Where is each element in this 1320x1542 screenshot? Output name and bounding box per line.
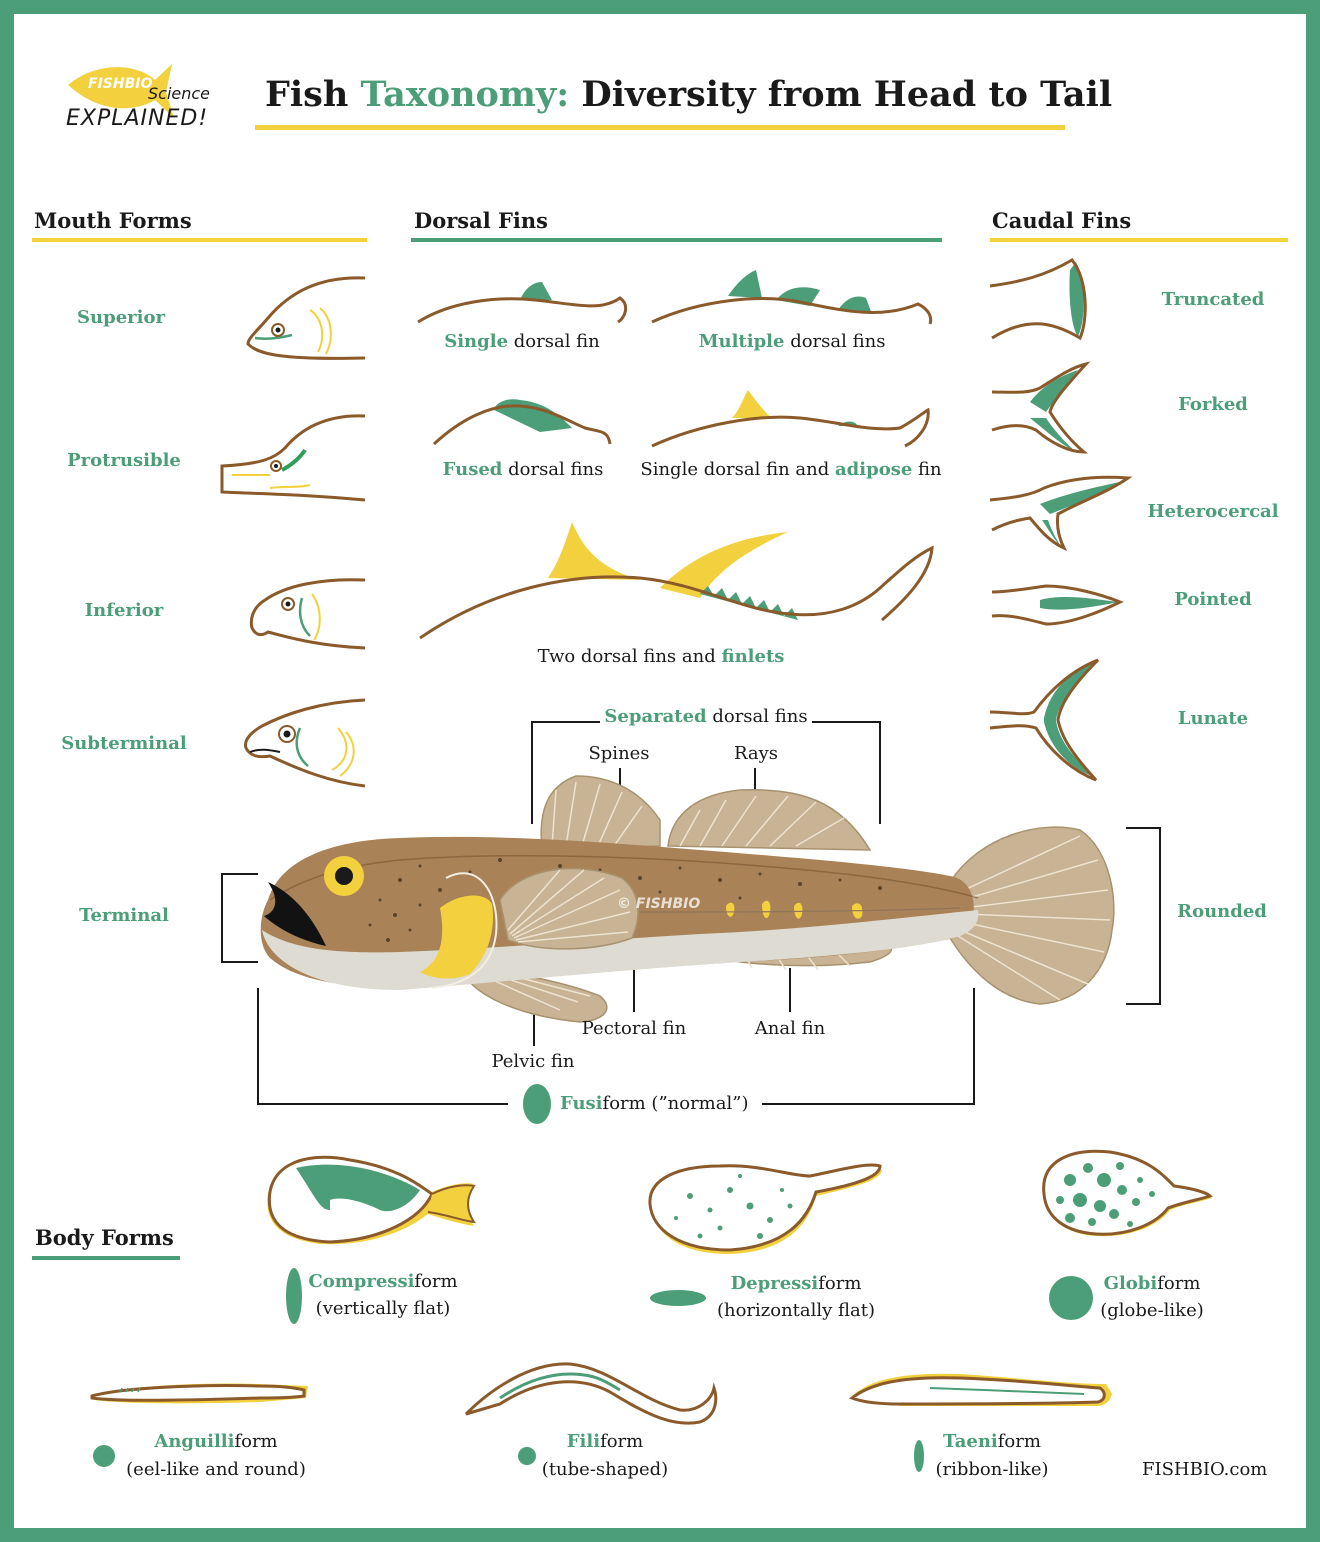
depressiform-shape-icon <box>650 1290 706 1306</box>
forked-caudal-fin <box>991 361 1091 454</box>
fusiform-label: Fusiform (”normal”) <box>560 1093 749 1114</box>
heterocercal-caudal-fin <box>989 475 1133 551</box>
anguilliform-shape-icon <box>93 1445 115 1467</box>
multiple-dorsal-fins-sketch <box>651 270 933 325</box>
caudal-fins-heading: Caudal Fins <box>992 208 1132 233</box>
filiform-label: Filiform <box>566 1431 644 1452</box>
anguilliform-label: Anguilliform <box>154 1431 278 1452</box>
adipose-fin-sketch <box>651 390 930 448</box>
anguilliform-fish <box>90 1383 308 1404</box>
title-part2: Diversity from Head to Tail <box>581 74 1113 115</box>
dorsal-fins-heading: Dorsal Fins <box>414 208 548 233</box>
taeniform-label: Taeniform <box>943 1431 1041 1452</box>
main-fish-illustration <box>260 775 1115 1023</box>
filiform-fish <box>464 1362 718 1425</box>
compressiform-desc: (vertically flat) <box>315 1298 451 1319</box>
caudal-label-forked: Forked <box>1178 394 1248 415</box>
mouth-label-inferior: Inferior <box>84 600 164 621</box>
protrusible-mouth-head <box>220 414 366 502</box>
dorsal-label-fused: Fused dorsal fins <box>442 459 604 480</box>
logo-fish-icon <box>68 64 174 118</box>
page-title: Fish Taxonomy: Diversity from Head to Ta… <box>265 74 1112 115</box>
depressiform-label: Depressiform <box>730 1273 862 1294</box>
mouth-forms-heading: Mouth Forms <box>34 208 192 233</box>
globiform-label: Globiform <box>1103 1273 1201 1294</box>
globiform-shape-icon <box>1049 1276 1093 1320</box>
fishbio-watermark: © FISHBIO <box>617 896 701 912</box>
caudal-label-rounded: Rounded <box>1177 901 1267 922</box>
inferior-mouth-head <box>249 578 366 650</box>
compressiform-fish <box>267 1155 477 1245</box>
depressiform-desc: (horizontally flat) <box>716 1300 876 1321</box>
footer-url[interactable]: FISHBIO.com <box>1142 1459 1268 1480</box>
fused-dorsal-fins-sketch <box>432 399 612 446</box>
globiform-desc: (globe-like) <box>1100 1300 1204 1321</box>
superior-mouth-head <box>246 276 366 360</box>
taeniform-fish <box>849 1373 1112 1406</box>
dorsal-label-finlets: Two dorsal fins and finlets <box>537 646 785 667</box>
anguilliform-desc: (eel-like and round) <box>126 1459 306 1480</box>
caudal-fins-rule <box>990 238 1288 242</box>
logo-science: Science <box>148 84 211 103</box>
body-forms-heading: Body Forms <box>35 1225 174 1250</box>
compressiform-label: Compressiform <box>308 1271 458 1292</box>
mouth-label-superior: Superior <box>77 307 165 328</box>
mouth-label-subterminal: Subterminal <box>61 733 187 754</box>
globiform-fish <box>1042 1149 1213 1237</box>
depressiform-fish <box>648 1163 882 1254</box>
truncated-caudal-fin <box>989 258 1087 341</box>
separated-dorsal-label: Separated dorsal fins <box>604 706 808 727</box>
title-highlight: Taxonomy: <box>360 74 570 115</box>
dorsal-fins-rule <box>411 238 942 242</box>
caudal-label-truncated: Truncated <box>1161 289 1265 310</box>
dorsal-label-single: Single dorsal fin <box>444 331 600 352</box>
mouth-label-protrusible: Protrusible <box>67 450 181 471</box>
lunate-caudal-fin <box>989 658 1100 782</box>
body-forms-rule <box>32 1256 180 1260</box>
logo-brand: FISHBIO <box>88 76 153 92</box>
spines-label: Spines <box>588 743 650 764</box>
pectoral-fin-label: Pectoral fin <box>581 1018 687 1039</box>
caudal-label-heterocercal: Heterocercal <box>1147 501 1279 522</box>
taeniform-desc: (ribbon-like) <box>935 1459 1049 1480</box>
fusiform-bracket <box>257 988 975 1105</box>
pelvic-fin-label: Pelvic fin <box>491 1051 575 1072</box>
filiform-desc: (tube-shaped) <box>541 1459 669 1480</box>
rounded-bracket <box>1126 827 1161 1005</box>
caudal-label-lunate: Lunate <box>1177 708 1249 729</box>
finlets-sketch <box>419 522 934 640</box>
single-dorsal-fin-sketch <box>417 282 628 324</box>
taeniform-shape-icon <box>914 1440 924 1472</box>
filiform-shape-icon <box>518 1447 536 1465</box>
pointed-caudal-fin <box>991 584 1124 626</box>
title-part1: Fish <box>265 74 349 115</box>
title-underline <box>255 125 1065 130</box>
mouth-label-terminal: Terminal <box>79 905 169 926</box>
mouth-forms-rule <box>32 238 367 242</box>
subterminal-mouth-head <box>244 698 366 788</box>
fusiform-shape-icon <box>523 1084 551 1124</box>
caudal-label-pointed: Pointed <box>1174 589 1252 610</box>
dorsal-label-multiple: Multiple dorsal fins <box>698 331 886 352</box>
anal-fin-label: Anal fin <box>754 1018 826 1039</box>
rays-label: Rays <box>733 743 779 764</box>
compressiform-shape-icon <box>286 1268 302 1324</box>
logo-explained: EXPLAINED! <box>66 106 209 131</box>
dorsal-label-adipose: Single dorsal fin and adipose fin <box>640 459 942 480</box>
terminal-bracket <box>221 873 258 963</box>
